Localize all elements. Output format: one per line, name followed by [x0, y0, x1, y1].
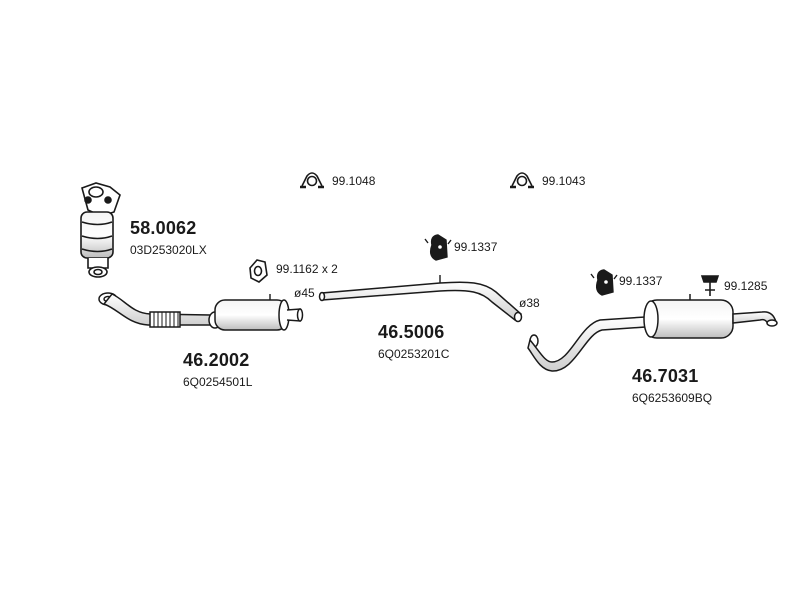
catalytic-converter-drawing	[80, 182, 121, 278]
accessory-label-gasket: 99.1162 x 2	[276, 262, 338, 276]
rubber-hanger-icon	[590, 269, 618, 296]
part-number: 46.5006	[378, 322, 445, 342]
part-label-rear-silencer: 46.7031 6Q6253609BQ	[632, 366, 712, 405]
accessory-label-bracket: 99.1285	[724, 279, 768, 293]
accessory-label-hanger-2: 99.1337	[619, 274, 663, 288]
accessory-label-clamp-2: 99.1043	[542, 174, 586, 188]
oem-number: 6Q6253609BQ	[632, 391, 713, 405]
rubber-hanger-icon	[424, 234, 452, 261]
rear-silencer-drawing	[527, 294, 778, 372]
diameter-label-38: ø38	[519, 296, 540, 310]
clamp-icon	[300, 172, 324, 189]
part-label-middle-pipe: 46.5006 6Q0253201C	[378, 322, 449, 361]
part-label-catalyst: 58.0062 03D253020LX	[130, 218, 207, 257]
bracket-icon	[700, 275, 720, 296]
diameter-label-45: ø45	[294, 286, 315, 300]
middle-pipe-drawing	[318, 275, 523, 323]
front-pipe-drawing	[98, 292, 304, 331]
oem-number: 03D253020LX	[130, 243, 207, 257]
part-number: 58.0062	[130, 218, 197, 238]
accessory-label-hanger-1: 99.1337	[454, 240, 498, 254]
accessory-label-clamp-1: 99.1048	[332, 174, 376, 188]
oem-number: 6Q0253201C	[378, 347, 450, 361]
oem-number: 6Q0254501L	[183, 375, 253, 389]
clamp-icon	[510, 172, 534, 189]
part-label-front-pipe: 46.2002 6Q0254501L	[183, 350, 252, 389]
gasket-icon	[249, 259, 268, 283]
part-number: 46.7031	[632, 366, 699, 386]
part-number: 46.2002	[183, 350, 250, 370]
